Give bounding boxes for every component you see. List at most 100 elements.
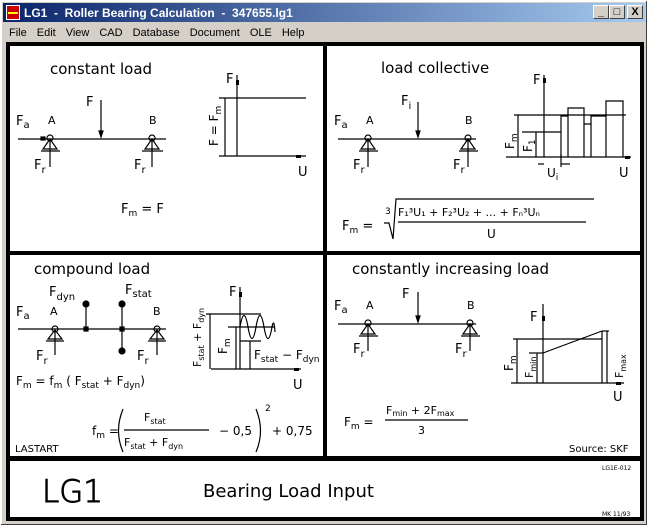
- histogram-steps: [560, 100, 624, 157]
- axis-u-arrow: [294, 368, 299, 371]
- root-sign: [384, 198, 594, 240]
- axis-u-label: U: [293, 378, 303, 393]
- window-controls: _ □ X: [593, 5, 643, 19]
- title-bar[interactable]: LG1 - Roller Bearing Calculation - 34765…: [3, 3, 645, 22]
- panel-compound-bg: [10, 255, 323, 456]
- axis-f-arrow: [239, 292, 242, 297]
- source-label: Source: SKF: [569, 444, 629, 455]
- label-fi: Fi: [401, 94, 411, 112]
- panel-collective: load collective Fa A B Fi Fr Fr: [334, 59, 631, 241]
- dyn-mass: [82, 300, 90, 308]
- menu-ole[interactable]: OLE: [249, 26, 272, 39]
- axis-f-label: F: [530, 310, 537, 325]
- axis-u-arrow: [296, 155, 301, 158]
- menu-cad[interactable]: CAD: [99, 26, 123, 39]
- axis-u-arrow: [625, 156, 630, 159]
- menu-view[interactable]: View: [65, 26, 90, 39]
- panel-constant-title: constant load: [50, 60, 152, 78]
- minimize-button[interactable]: _: [593, 5, 609, 19]
- fm-label: Fm: [503, 133, 520, 149]
- dyn-joint: [83, 326, 89, 332]
- formula-minus: − 0,5: [219, 424, 252, 438]
- label-a: A: [366, 114, 374, 127]
- axis-u-label: U: [613, 390, 623, 405]
- label-f: F: [402, 287, 409, 302]
- label-fa: Fa: [334, 114, 348, 131]
- label-fdyn: Fdyn: [49, 285, 75, 303]
- app-icon[interactable]: [6, 5, 20, 20]
- axis-f-label: F: [229, 285, 236, 300]
- arrow-head: [98, 130, 104, 139]
- label-fr-a: Fr: [353, 158, 365, 176]
- formula-plus: + 0,75: [272, 424, 313, 438]
- axis-u-arrow: [616, 382, 621, 385]
- menu-bar: File Edit View CAD Database Document OLE…: [3, 23, 309, 42]
- panel-constant-bg: [10, 46, 323, 251]
- axis-u-label: U: [298, 165, 308, 180]
- label-a: A: [50, 305, 58, 318]
- fa-arrowhead: [40, 136, 46, 141]
- label-b: B: [153, 305, 161, 318]
- label-fr-b: Fr: [455, 342, 467, 360]
- label-fr-b: Fr: [453, 158, 465, 176]
- axis-f-label: F: [226, 72, 233, 87]
- drawing-canvas[interactable]: constant load Fa A: [6, 42, 644, 521]
- label-b: B: [149, 114, 157, 127]
- stat-joint: [119, 326, 125, 332]
- footer-logo: LG1: [42, 474, 103, 510]
- label-fa: Fa: [16, 114, 30, 131]
- panel-compound: compound load Fa A: [15, 260, 320, 455]
- ui-label: Ui: [547, 166, 558, 183]
- footer-bg: [10, 461, 640, 517]
- footer-lastart: LASTART: [15, 444, 59, 455]
- close-button[interactable]: X: [627, 5, 643, 19]
- panel-compound-title: compound load: [34, 260, 150, 278]
- label-a: A: [48, 114, 56, 127]
- label-fr-a: Fr: [34, 158, 46, 176]
- formula-lhs: Fm =: [344, 415, 374, 432]
- formula-denominator: U: [487, 227, 496, 241]
- formula-lhs: Fm =: [342, 219, 373, 236]
- label-fr-b: Fr: [134, 158, 146, 176]
- label-fa: Fa: [334, 299, 348, 316]
- fm-label: Fm: [502, 355, 519, 371]
- label-fr-a: Fr: [36, 349, 48, 367]
- footer-author: MK 11/93: [602, 511, 630, 518]
- window-title: LG1 - Roller Bearing Calculation - 34765…: [24, 5, 293, 20]
- label-a: A: [366, 299, 374, 312]
- fmax-label: Fmax: [613, 354, 628, 378]
- footer: LG1 Bearing Load Input LG1E-012 MK 11/93: [42, 465, 632, 518]
- axis-f-label: F: [533, 73, 540, 88]
- maximize-button[interactable]: □: [609, 5, 625, 19]
- label-fr-a: Fr: [353, 342, 365, 360]
- formula-fm-lhs: fm =: [92, 424, 119, 441]
- menu-edit[interactable]: Edit: [36, 26, 56, 39]
- axis-f-arrow: [542, 316, 545, 321]
- axis-u-label: U: [619, 166, 629, 181]
- f1-label: F1: [521, 139, 538, 152]
- formula-numerator: F₁³U₁ + F₂³U₂ + ... + Fₙ³Uₙ: [398, 206, 540, 219]
- formula-compound-1: Fm = fm ( Fstat + Fdyn): [16, 374, 145, 391]
- formula-denominator: 3: [418, 424, 425, 437]
- panel-constant: constant load Fa A: [16, 60, 308, 219]
- fmin-label: Fmin: [523, 357, 538, 378]
- arrow-head: [415, 130, 421, 139]
- formula-numerator: Fstat: [144, 411, 166, 426]
- label-fstat: Fstat: [125, 283, 152, 300]
- stat-mass-bottom: [118, 347, 126, 355]
- menu-file[interactable]: File: [9, 26, 27, 39]
- label-f: F: [86, 95, 93, 110]
- paren-left: [117, 408, 124, 453]
- menu-document[interactable]: Document: [189, 26, 240, 39]
- sine-wave: [239, 314, 276, 340]
- panel-increasing: constantly increasing load Fa A B F Fr: [334, 260, 629, 455]
- axis-f-arrow: [543, 78, 546, 83]
- menu-database[interactable]: Database: [132, 26, 180, 39]
- panel-collective-title: load collective: [381, 59, 489, 77]
- label-fa: Fa: [16, 305, 30, 322]
- panel-increasing-title: constantly increasing load: [352, 260, 549, 278]
- label-b: B: [467, 299, 475, 312]
- menu-help[interactable]: Help: [281, 26, 305, 39]
- axis-f-arrow: [236, 80, 239, 85]
